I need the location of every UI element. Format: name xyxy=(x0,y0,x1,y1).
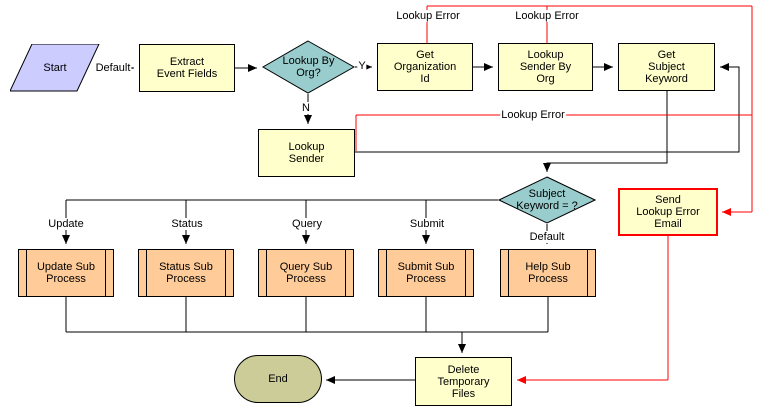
node-label: End xyxy=(268,373,288,385)
node-label: Extract Event Fields xyxy=(156,56,218,80)
node-start: Start xyxy=(10,44,100,92)
node-delete-temporary-files: Delete Temporary Files xyxy=(415,357,512,406)
edge-label-no: N xyxy=(301,102,311,114)
node-help-sub-process: Help Sub Process xyxy=(500,249,596,297)
node-label: Lookup By Org? xyxy=(282,55,335,79)
node-update-sub-process: Update Sub Process xyxy=(18,249,114,297)
node-label: Start xyxy=(43,62,67,74)
diamond-shape xyxy=(498,176,596,224)
edge-label-default-help: Default xyxy=(528,231,566,243)
parallelogram-shape xyxy=(10,44,100,92)
error-lines xyxy=(355,5,753,380)
node-get-subject-keyword: Get Subject Keyword xyxy=(618,43,715,91)
node-status-sub-process: Status Sub Process xyxy=(138,249,234,297)
node-label: Lookup Sender xyxy=(288,141,325,165)
node-extract-event-fields: Extract Event Fields xyxy=(139,44,235,92)
node-label: Delete Temporary Files xyxy=(437,363,490,400)
node-get-organization-id: Get Organization Id xyxy=(377,43,473,91)
edge-label-lookup-error-sender-by-org: Lookup Error xyxy=(514,10,580,22)
node-lookup-sender-by-org: Lookup Sender By Org xyxy=(498,43,593,91)
node-lookup-by-org-decision: Lookup By Org? xyxy=(262,40,355,94)
node-label: Get Organization Id xyxy=(393,49,457,85)
node-query-sub-process: Query Sub Process xyxy=(258,249,354,297)
node-lookup-sender: Lookup Sender xyxy=(258,129,355,177)
node-end: End xyxy=(234,355,322,403)
node-label: Get Subject Keyword xyxy=(645,49,688,85)
branch-return-lines xyxy=(65,199,549,333)
node-label: Status Sub Process xyxy=(159,261,213,285)
edge-label-yes: Y xyxy=(357,60,367,72)
edge-label-default-start: Default xyxy=(94,62,132,74)
node-subject-keyword-decision: Subject Keyword = ? xyxy=(498,176,596,224)
node-label: Subject Keyword = ? xyxy=(516,188,578,212)
node-label: Help Sub Process xyxy=(525,261,571,285)
edge-lookup-sender-to-get-subject xyxy=(355,63,740,153)
node-label: Lookup Sender By Org xyxy=(519,49,572,85)
edge-label-lookup-error-org: Lookup Error xyxy=(395,10,461,22)
node-label: Send Lookup Error Email xyxy=(636,194,700,230)
edge-label-update: Update xyxy=(47,218,85,230)
edge-label-lookup-error-sender: Lookup Error xyxy=(500,109,566,121)
node-label: Update Sub Process xyxy=(36,261,96,285)
node-send-lookup-error-email: Send Lookup Error Email xyxy=(618,188,718,236)
edge-get-subject-to-decision xyxy=(543,91,668,172)
node-submit-sub-process: Submit Sub Process xyxy=(378,249,474,297)
edge-label-query: Query xyxy=(291,218,323,230)
node-label: Submit Sub Process xyxy=(397,261,455,285)
diamond-shape xyxy=(262,40,355,94)
edge-label-submit: Submit xyxy=(408,218,446,230)
edge-label-status: Status xyxy=(170,218,204,230)
node-label: Query Sub Process xyxy=(279,261,333,285)
